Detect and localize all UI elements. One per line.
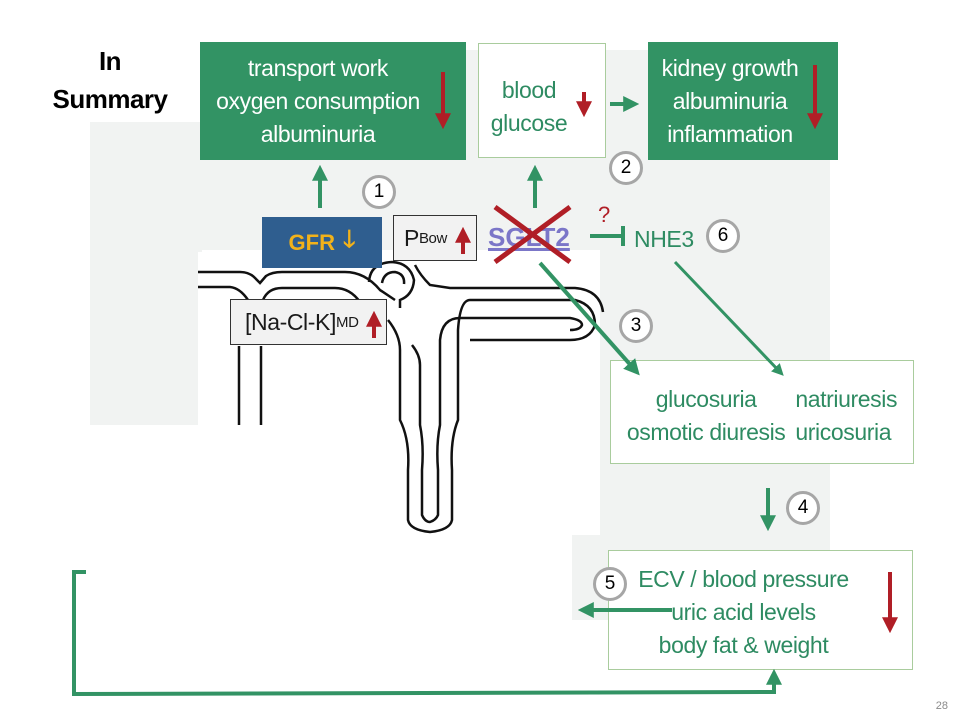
background-panel-left bbox=[90, 122, 202, 425]
blood-glucose-line: blood bbox=[501, 77, 557, 103]
kidney-effects-box: kidney growth albuminuria inflammation bbox=[648, 42, 838, 160]
blood-glucose-line: glucose bbox=[490, 110, 568, 136]
macula-densa-subscript: MD bbox=[335, 313, 359, 331]
kidney-effects-line: kidney growth bbox=[661, 54, 799, 81]
renal-workload-line: albuminuria bbox=[260, 120, 376, 147]
step-3-badge: 3 bbox=[619, 309, 653, 343]
sglt2-to-glucosuria-arrow bbox=[538, 261, 640, 376]
urinary-effect-osmotic-diuresis: osmotic diuresis bbox=[626, 419, 786, 445]
tubule-glomerulus-inner bbox=[380, 270, 406, 285]
renal-workload-box: transport work oxygen consumption albumi… bbox=[200, 42, 466, 160]
nhe3-label: NHE3 bbox=[634, 226, 694, 252]
gfr-label-box: GFR 🡓 bbox=[262, 217, 382, 268]
bowman-pressure-subscript: Bow bbox=[418, 229, 447, 247]
question-mark: ? bbox=[598, 202, 611, 227]
tubule-inner-mid bbox=[261, 286, 362, 303]
step-6-badge: 6 bbox=[706, 219, 740, 253]
urinary-effect-uricosuria: uricosuria bbox=[795, 419, 892, 445]
page-number: 28 bbox=[935, 700, 948, 712]
step-5-badge: 5 bbox=[593, 567, 627, 601]
systemic-effect-line: body fat & weight bbox=[658, 632, 829, 658]
urinary-effect-natriuresis: natriuresis bbox=[795, 386, 898, 412]
tubule-outer-right bbox=[413, 264, 605, 313]
urinary-effects-box: glucosuria osmotic diuresis natriuresis … bbox=[610, 360, 914, 464]
tubule-inner-left bbox=[198, 285, 250, 301]
tubule-loop-henle-outer bbox=[387, 298, 597, 534]
kidney-effects-line: inflammation bbox=[667, 120, 793, 147]
renal-workload-line: transport work bbox=[247, 54, 389, 81]
urinary-effect-glucosuria: glucosuria bbox=[655, 386, 757, 412]
renal-workload-line: oxygen consumption bbox=[216, 87, 420, 114]
tubule-outer-top bbox=[198, 270, 396, 302]
bowman-pressure-label: P bbox=[404, 224, 419, 251]
step-2-badge: 2 bbox=[609, 151, 643, 185]
blood-glucose-box: blood glucose bbox=[478, 43, 606, 158]
gfr-label: GFR bbox=[288, 229, 335, 255]
loop-back-arrow bbox=[72, 570, 782, 697]
macula-densa-box: [Na-Cl-K]MD bbox=[230, 299, 387, 345]
step-1-badge: 1 bbox=[362, 175, 396, 209]
nephron-tubule bbox=[198, 260, 605, 534]
tubule-loop-henle-inner bbox=[411, 316, 584, 524]
systemic-effect-line: ECV / blood pressure bbox=[638, 566, 849, 592]
gfr-down-arrow-icon: 🡓 bbox=[342, 226, 356, 253]
step-4-badge: 4 bbox=[786, 491, 820, 525]
kidney-effects-line: albuminuria bbox=[672, 87, 788, 114]
title-line-2: Summary bbox=[52, 84, 169, 114]
slide-title: In Summary bbox=[40, 42, 180, 118]
macula-densa-label: [Na-Cl-K] bbox=[245, 308, 336, 335]
sglt2-cross-icon bbox=[493, 204, 572, 265]
nhe3-to-natriuresis-arrow bbox=[673, 260, 784, 376]
systemic-effect-line: uric acid levels bbox=[671, 599, 816, 625]
title-line-1: In bbox=[98, 46, 122, 76]
